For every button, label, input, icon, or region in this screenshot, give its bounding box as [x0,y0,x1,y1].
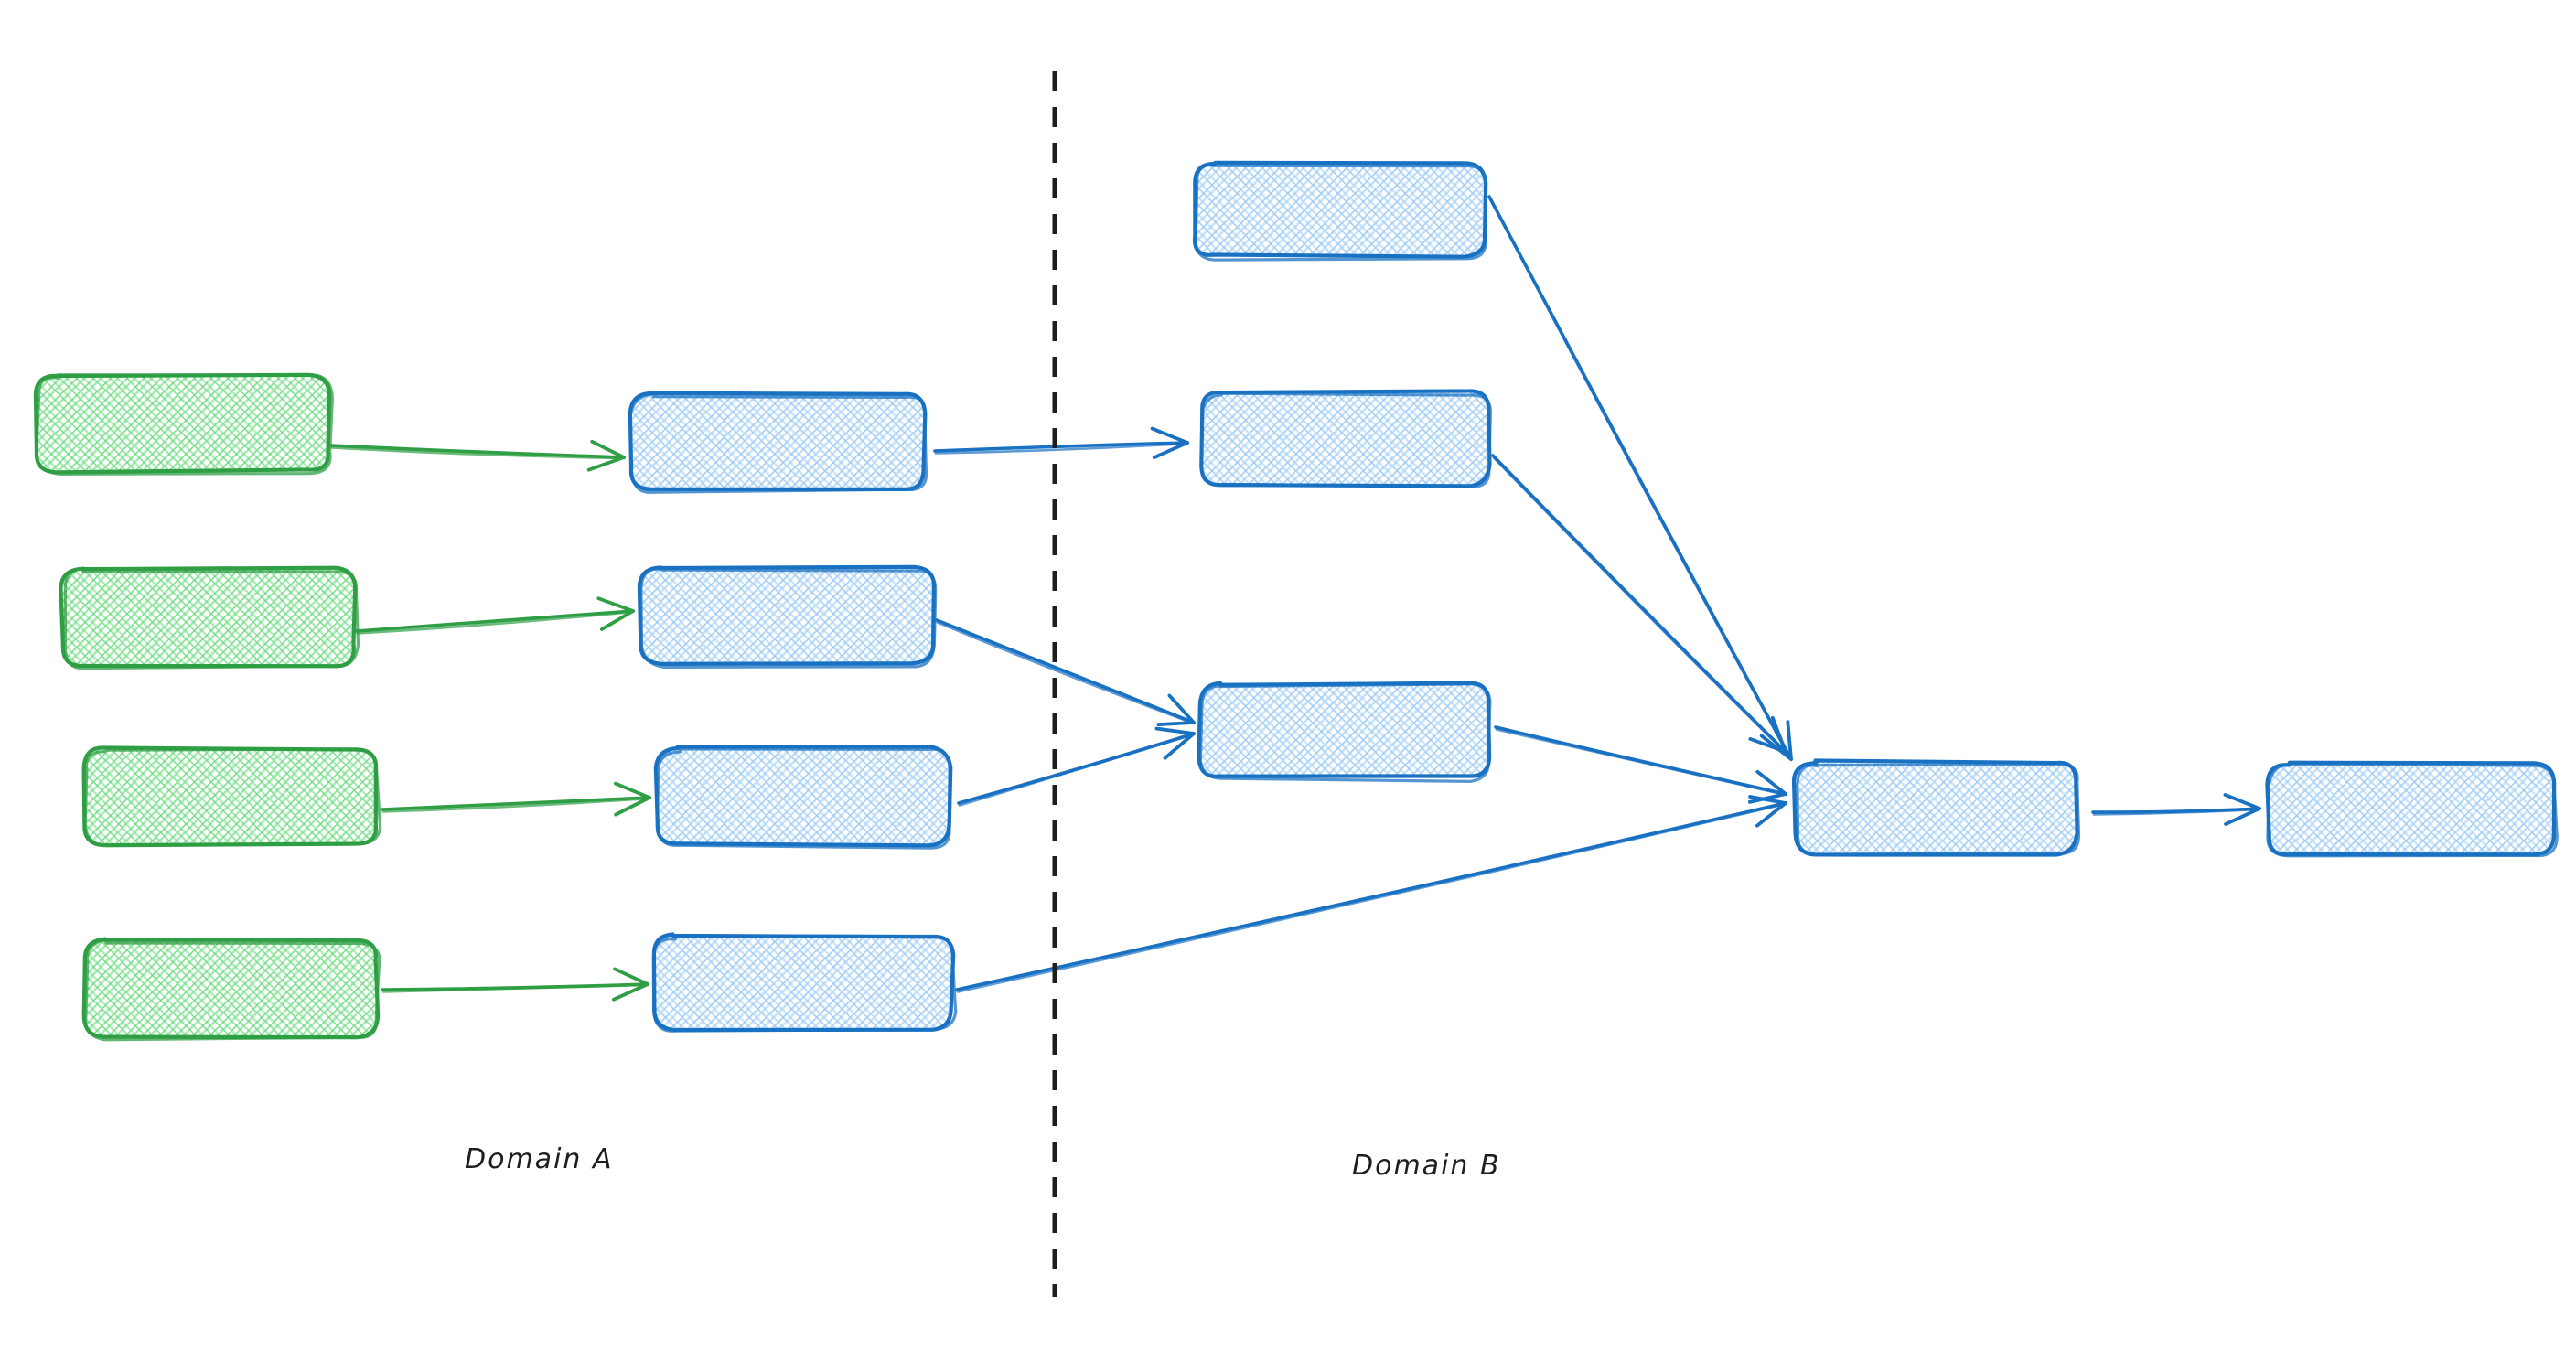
domain-a-label: Domain A [465,1143,614,1175]
diagram-edge[interactable] [381,967,649,1002]
diagram-edge[interactable] [355,596,635,635]
diagram-node[interactable] [81,745,382,848]
diagram-node[interactable] [1791,758,2081,857]
diagram-edge[interactable] [933,426,1189,460]
diagram-node[interactable] [59,565,360,670]
nodes-layer [33,160,2559,1042]
diagram-edge[interactable] [329,439,626,472]
diagram-edge[interactable] [1491,454,1787,755]
diagram-edge[interactable] [1487,195,1793,762]
diagram-node[interactable] [2265,760,2559,858]
diagram-edge[interactable] [957,726,1196,807]
diagram-node[interactable] [637,564,938,669]
diagram-node[interactable] [653,745,953,850]
diagram-edge[interactable] [2091,793,2261,826]
diagram-node[interactable] [1197,681,1492,783]
diagram-edge[interactable] [935,618,1196,726]
diagram-node[interactable] [1192,160,1488,262]
edges-layer [329,195,2261,1002]
diagram-node[interactable] [628,391,928,494]
diagram-node[interactable] [81,937,381,1042]
diagram-node[interactable] [651,932,958,1033]
diagram-edge[interactable] [381,781,651,817]
diagram-node[interactable] [1199,389,1492,488]
diagram-node[interactable] [33,372,334,476]
diagram-edge[interactable] [1494,725,1787,804]
domain-b-label: Domain B [1352,1150,1501,1182]
diagram-edge[interactable] [955,795,1787,993]
